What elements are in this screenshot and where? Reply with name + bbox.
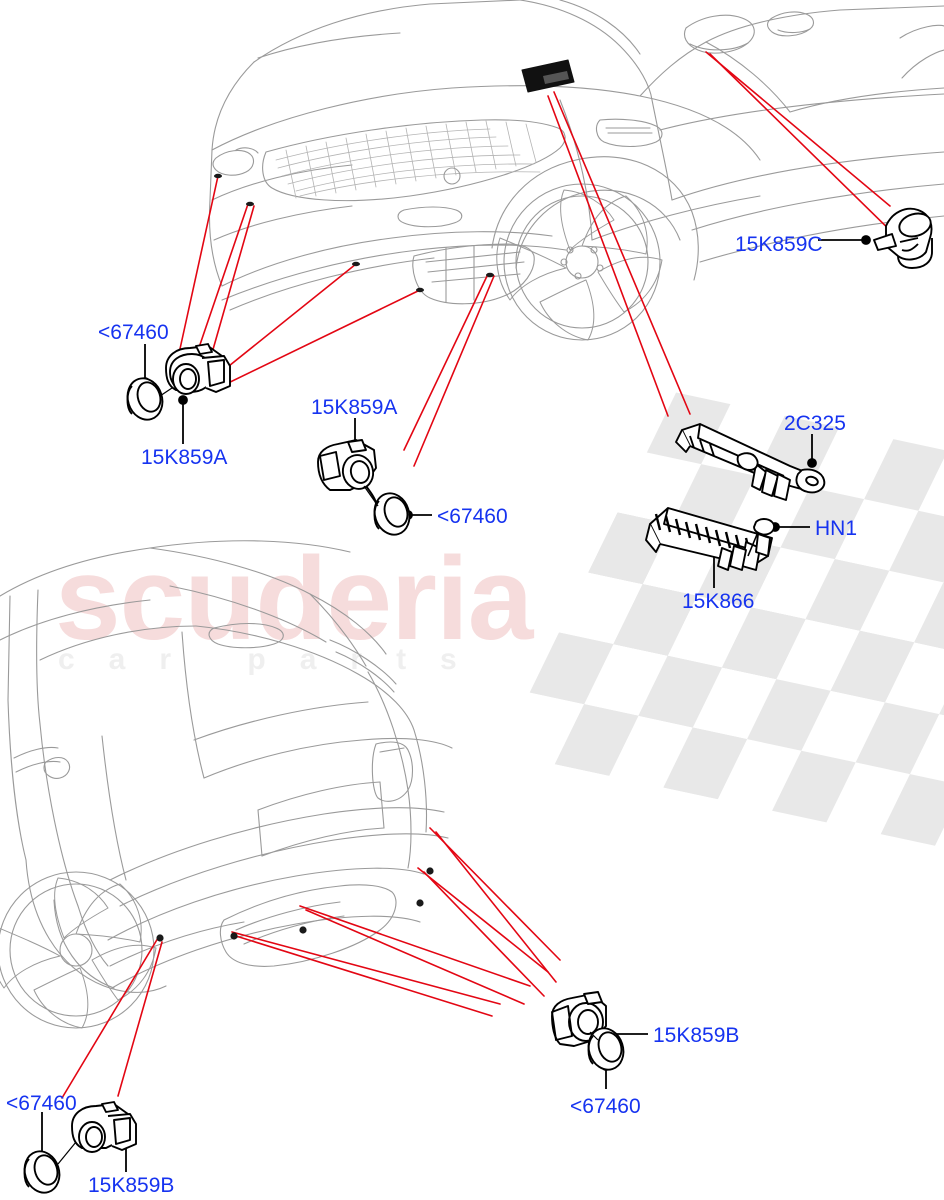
part-bracket xyxy=(675,423,826,501)
label-fastener: HN1 xyxy=(815,517,858,540)
label-front-sensor-a: 15K859A xyxy=(141,446,228,469)
label-front-washer-ring: <67460 xyxy=(98,321,169,344)
label-mirror-sensor-c: 15K859C xyxy=(735,233,823,256)
front-vehicle-outline xyxy=(208,0,944,341)
label-bracket: 2C325 xyxy=(784,412,846,435)
windscreen-camera-module xyxy=(521,59,575,93)
part-sensor-front-left xyxy=(165,343,231,395)
leader-lines xyxy=(61,51,905,1099)
label-mid-sensor-a: 15K859A xyxy=(311,396,398,419)
label-rear-left-ring: <67460 xyxy=(6,1092,77,1115)
callout-lines xyxy=(37,235,871,1172)
part-sensor-mid xyxy=(317,439,377,505)
label-rear-sensor-b: 15K859B xyxy=(653,1024,740,1047)
rear-vehicle-outline xyxy=(0,540,453,1029)
part-ring-front-left xyxy=(126,377,164,421)
label-rear-washer-ring: <67460 xyxy=(570,1095,641,1118)
part-sensor-mirror xyxy=(873,207,933,269)
label-control-module: 15K866 xyxy=(682,590,755,613)
exploded-parts xyxy=(23,207,933,1194)
label-rear-left-sensor-b: 15K859B xyxy=(88,1174,175,1197)
part-sensor-rear-left xyxy=(71,1101,137,1153)
label-mid-washer-ring: <67460 xyxy=(437,505,508,528)
part-ring-rear-left xyxy=(23,1150,61,1194)
part-ring-mid xyxy=(373,492,411,536)
sensor-location-dots xyxy=(156,173,494,942)
part-control-module xyxy=(645,507,776,571)
